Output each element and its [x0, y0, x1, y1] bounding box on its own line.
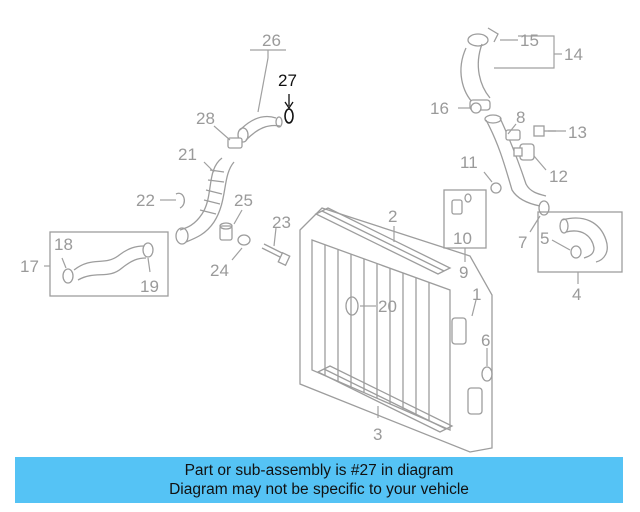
box-17 — [49, 231, 169, 297]
callout-17: 17 — [20, 257, 39, 276]
callout-5: 5 — [540, 229, 549, 248]
callout-28: 28 — [196, 109, 215, 128]
callout-3: 3 — [373, 425, 382, 444]
bolt-23 — [261, 243, 291, 267]
callout-25: 25 — [234, 191, 253, 210]
sensor-12 — [513, 143, 535, 161]
banner-line-1: Part or sub-assembly is #27 in diagram — [184, 462, 454, 479]
callout-11: 11 — [460, 153, 478, 172]
bolt-16 — [470, 102, 482, 114]
callout-4: 4 — [572, 285, 581, 304]
o-ring-27 — [284, 108, 294, 124]
callout-24: 24 — [210, 261, 229, 280]
callout-12: 12 — [549, 167, 568, 186]
box-4 — [537, 211, 623, 273]
hose-15 — [460, 27, 499, 111]
banner-line-2: Diagram may not be specific to your vehi… — [169, 481, 469, 498]
callout-14: 14 — [564, 45, 583, 64]
gasket-20 — [345, 296, 359, 316]
intercooler — [299, 207, 493, 453]
callout-27: 27 — [278, 71, 297, 90]
intercooler-fins — [324, 245, 430, 420]
charge-pipe-26 — [227, 115, 283, 149]
nut-11 — [490, 182, 502, 194]
callout-13: 13 — [568, 123, 587, 142]
callout-19: 19 — [140, 277, 159, 296]
nut-24 — [237, 234, 251, 246]
callout-9: 9 — [459, 263, 468, 282]
seal-strip-upper — [314, 207, 452, 275]
callout-2: 2 — [388, 207, 397, 226]
callout-6: 6 — [481, 331, 490, 350]
callout-labels: 1 2 3 4 5 6 7 8 9 10 11 12 13 14 15 16 1… — [20, 31, 587, 444]
pipe-8 — [484, 114, 547, 207]
callout-20: 20 — [378, 297, 397, 316]
callout-18: 18 — [54, 235, 73, 254]
seal-strip-lower — [316, 365, 454, 433]
callout-21: 21 — [178, 145, 197, 164]
clamp-22 — [175, 192, 186, 209]
callout-23: 23 — [272, 213, 291, 232]
callout-1: 1 — [472, 285, 481, 304]
clamp-6 — [481, 366, 493, 382]
leader-lines — [44, 35, 579, 418]
callout-16: 16 — [430, 99, 449, 118]
callout-22: 22 — [136, 191, 155, 210]
callout-7: 7 — [518, 233, 527, 252]
info-banner: Part or sub-assembly is #27 in diagram D… — [15, 457, 623, 503]
callout-8: 8 — [516, 108, 525, 127]
callout-15: 15 — [520, 31, 539, 50]
fitting-25 — [219, 222, 233, 241]
callout-26: 26 — [262, 31, 281, 50]
callout-10: 10 — [453, 229, 472, 248]
clamp-7 — [538, 200, 550, 216]
